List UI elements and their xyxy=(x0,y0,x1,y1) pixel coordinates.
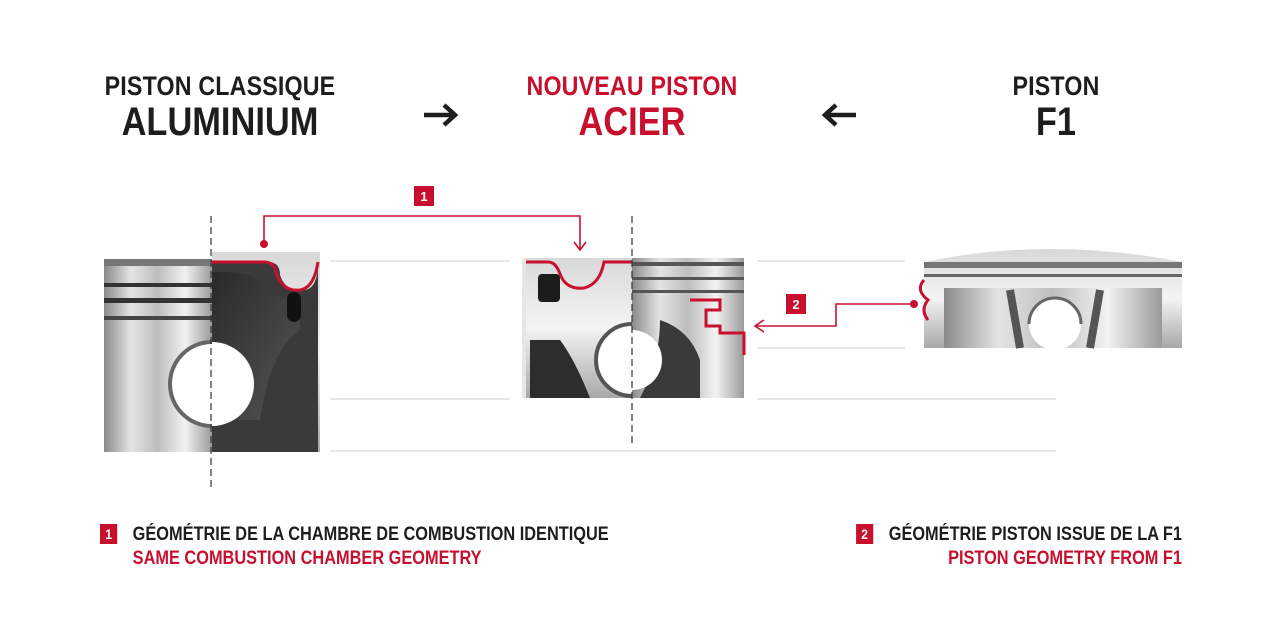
guide-lines xyxy=(330,260,1056,452)
header-classic-aluminium: PISTON CLASSIQUE ALUMINIUM xyxy=(91,71,349,144)
header-left-line1: PISTON CLASSIQUE xyxy=(104,71,336,101)
aluminium-piston xyxy=(104,216,320,488)
f1-piston xyxy=(918,249,1182,350)
arrow-left-icon xyxy=(821,103,856,127)
legend-2-number: 2 xyxy=(856,524,874,544)
legend-item-1: 1 GÉOMÉTRIE DE LA CHAMBRE DE COMBUSTION I… xyxy=(100,523,609,571)
header-left-line2: ALUMINIUM xyxy=(121,100,319,144)
legend-1-fr: GÉOMÉTRIE DE LA CHAMBRE DE COMBUSTION ID… xyxy=(132,524,609,545)
callout-1-badge-number: 1 xyxy=(420,189,427,204)
legend-item-2: 2 GÉOMÉTRIE PISTON ISSUE DE LA F1 PISTON … xyxy=(856,523,1182,571)
header-center-line1: NOUVEAU PISTON xyxy=(526,71,738,101)
header-f1: PISTON F1 xyxy=(927,71,1185,144)
header-center-line2: ACIER xyxy=(578,100,686,144)
legend-2-en: PISTON GEOMETRY FROM F1 xyxy=(948,548,1182,569)
legend-2-fr: GÉOMÉTRIE PISTON ISSUE DE LA F1 xyxy=(888,524,1182,545)
arrow-right-icon xyxy=(424,103,459,127)
legend-1-number: 1 xyxy=(100,524,118,544)
callout-1-badge: 1 xyxy=(414,186,434,206)
header-right-line2: F1 xyxy=(1035,100,1077,144)
header-new-steel: NOUVEAU PISTON ACIER xyxy=(503,71,761,144)
callout-2-connector xyxy=(753,300,918,333)
callout-1-connector xyxy=(260,215,587,252)
callout-2-badge: 2 xyxy=(786,294,806,314)
steel-piston xyxy=(522,216,746,445)
legend-1-en: SAME COMBUSTION CHAMBER GEOMETRY xyxy=(132,548,482,569)
header-right-line1: PISTON xyxy=(1012,71,1100,101)
callout-2-badge-number: 2 xyxy=(792,297,799,312)
